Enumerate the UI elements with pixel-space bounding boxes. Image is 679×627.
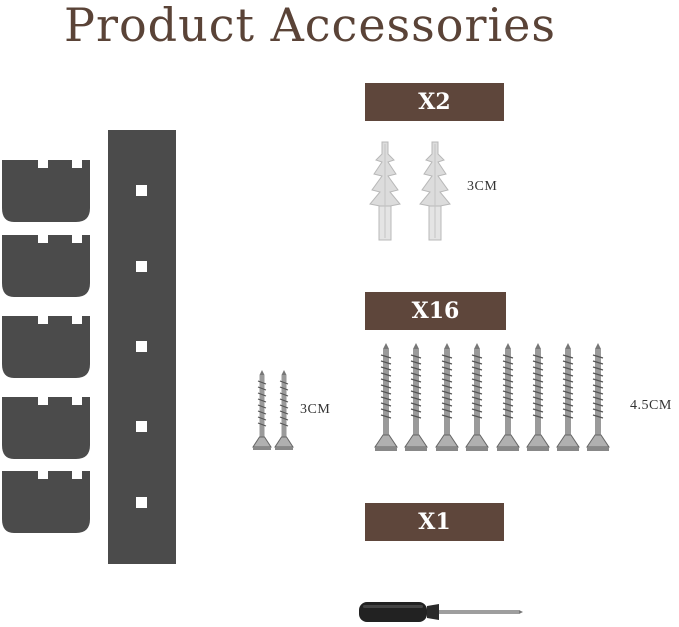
wall-anchor-icon (419, 141, 451, 241)
screw-icon (526, 343, 550, 452)
screw-icon (404, 343, 428, 452)
hook-icon (2, 471, 90, 533)
anchor-size-label: 3CM (467, 179, 498, 194)
screws-quantity-badge: X16 (365, 292, 506, 330)
hook-icon (2, 397, 90, 459)
page-title: Product Accessories (64, 0, 556, 52)
screw-icon (586, 343, 610, 452)
screws-group (252, 343, 610, 452)
strip-hole (136, 261, 147, 272)
screw-icon (465, 343, 489, 452)
strip-hole (136, 341, 147, 352)
strip-hole (136, 421, 147, 432)
hook-icon (2, 160, 90, 222)
strip-hole (136, 185, 147, 196)
mounting-strip-icon (108, 130, 176, 564)
screwdriver-icon (359, 602, 523, 622)
hook-icon (2, 316, 90, 378)
screw-icon (435, 343, 459, 452)
screw-icon (274, 369, 294, 451)
strip-hole (136, 497, 147, 508)
screw-icon (374, 343, 398, 452)
screw-icon (556, 343, 580, 452)
screw-icon (252, 369, 272, 451)
anchors-quantity-badge: X2 (365, 83, 504, 121)
long-screw-size-label: 4.5CM (630, 398, 672, 413)
screw-icon (496, 343, 520, 452)
wall-anchors-group (369, 141, 451, 241)
hook-icon (2, 235, 90, 297)
screwdriver-quantity-badge: X1 (365, 503, 504, 541)
wall-anchor-icon (369, 141, 401, 241)
short-screw-size-label: 3CM (300, 402, 331, 417)
